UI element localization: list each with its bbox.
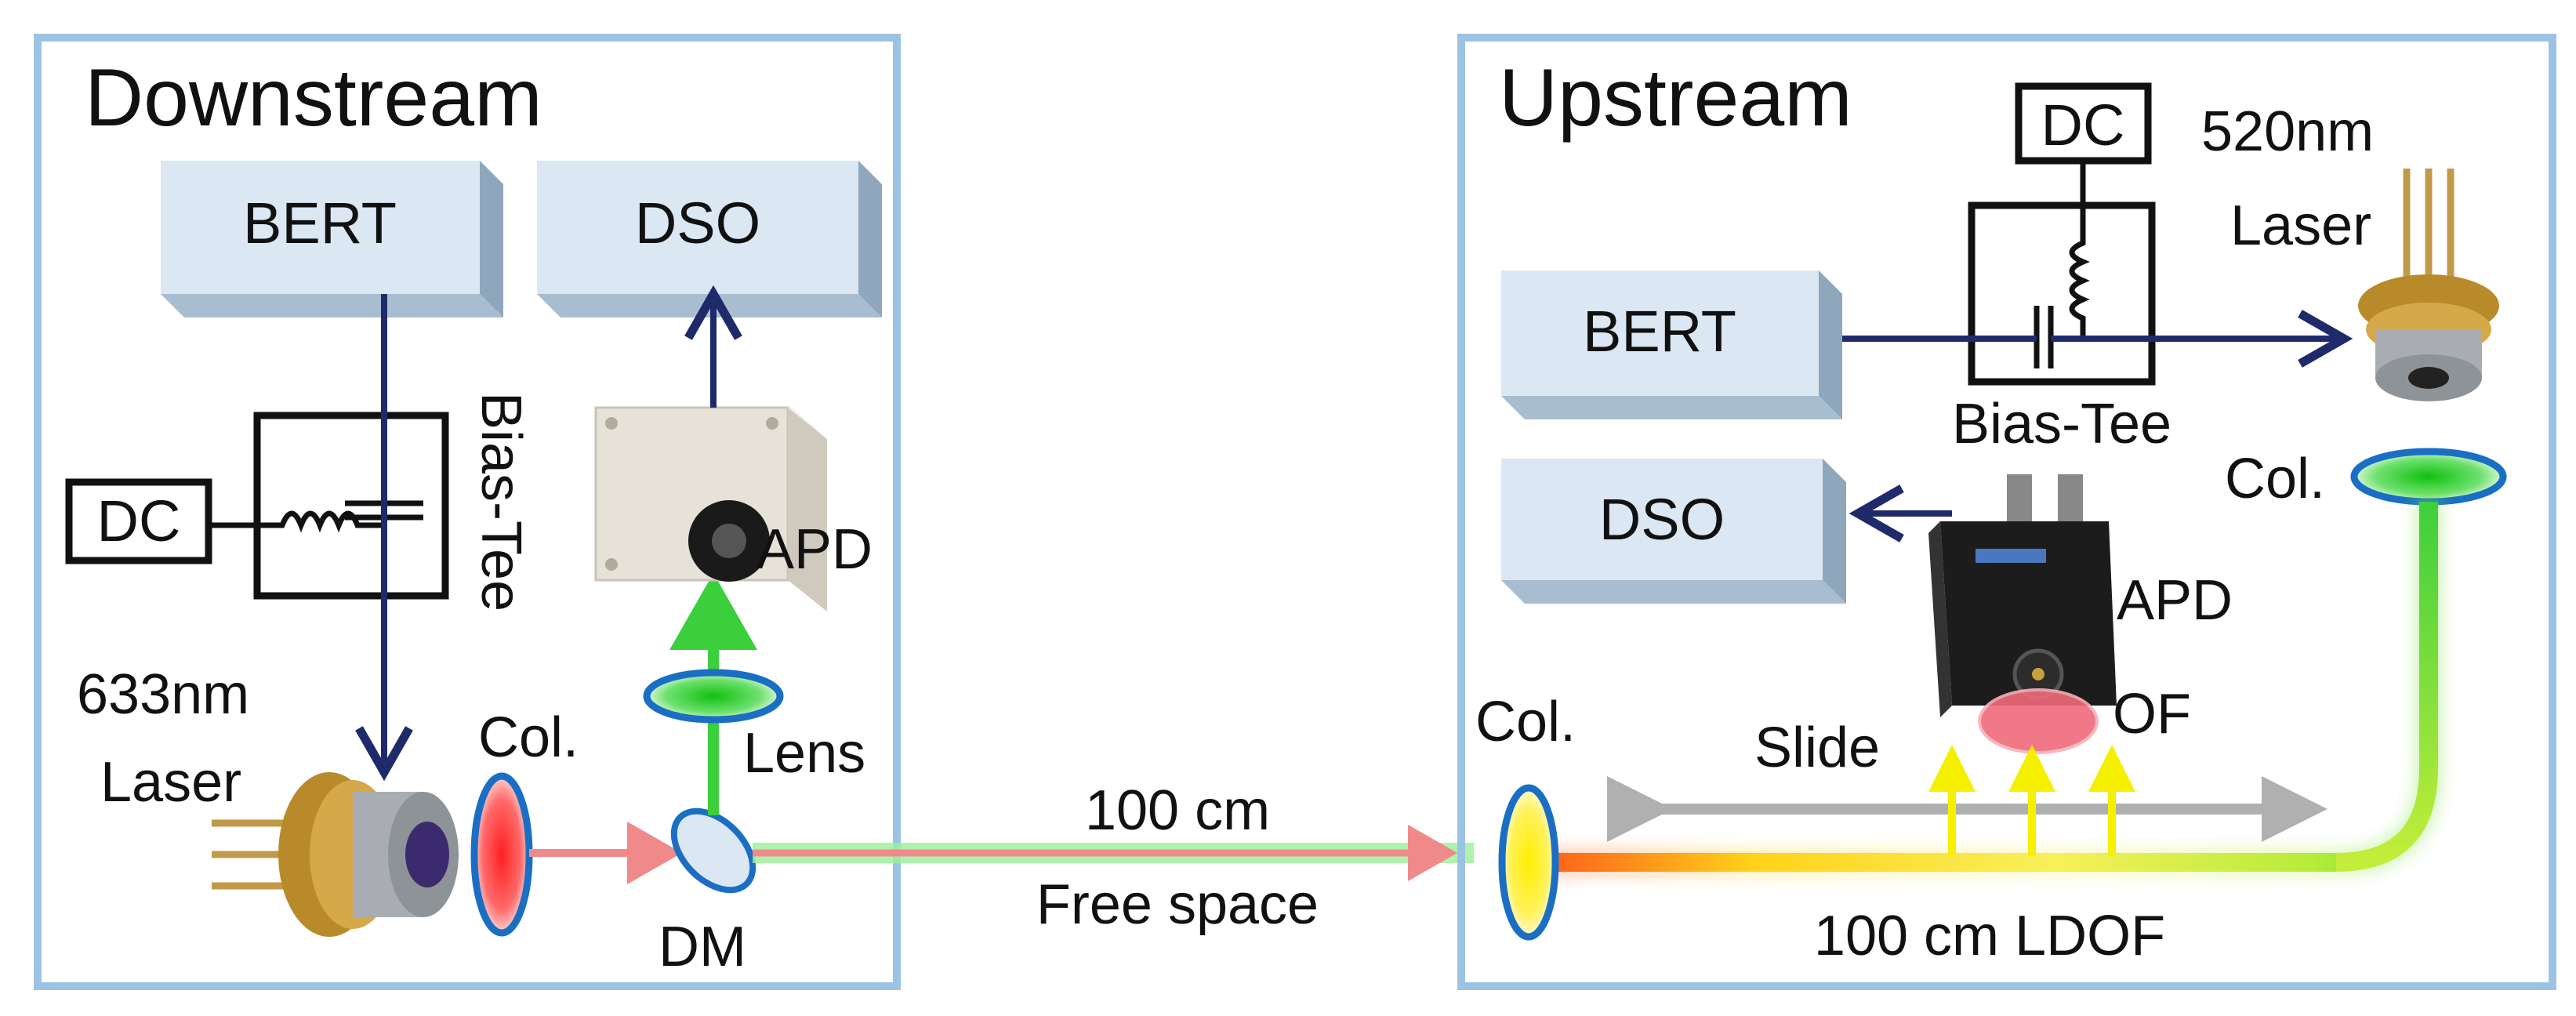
upstream-bert-box: BERT — [1501, 270, 1842, 419]
upstream-apd-label: APD — [2117, 569, 2233, 632]
upstream-laser-wavelength: 520nm — [2201, 100, 2374, 163]
downstream-bert-box: BERT — [161, 161, 503, 318]
downstream-laser-diode — [212, 772, 459, 937]
upstream-col-bottom-label: Col. — [1475, 691, 1576, 753]
downstream-dso-label: DSO — [635, 190, 760, 256]
link-medium-label: Free space — [1036, 873, 1319, 936]
downstream-collimator-lens — [470, 772, 533, 937]
downstream-dc-label: DC — [97, 488, 181, 553]
downstream-laser-wavelength: 633nm — [77, 663, 249, 726]
upstream-laser-label: Laser — [2230, 194, 2371, 257]
upstream-optical-filter — [1978, 688, 2099, 754]
link-distance-label: 100 cm — [1085, 779, 1270, 842]
free-space-link: 100 cm Free space — [753, 779, 1474, 936]
downstream-dso-box: DSO — [537, 161, 882, 318]
upstream-laser-diode — [2358, 169, 2499, 401]
downstream-panel: Downstream BERT DSO DC Bia — [34, 34, 901, 990]
upstream-bias-tee: Bias-Tee — [1952, 161, 2171, 455]
upstream-bert-label: BERT — [1583, 299, 1736, 364]
downstream-apd-label: APD — [756, 518, 873, 581]
upstream-fiber-label: 100 cm LDOF — [1814, 905, 2165, 967]
downstream-lens-label: Lens — [743, 722, 865, 785]
upstream-dso-box: DSO — [1501, 459, 1846, 604]
downstream-dc-box: DC — [65, 478, 212, 564]
downstream-laser-label: Laser — [100, 751, 241, 814]
downstream-dm-label: DM — [659, 916, 746, 978]
downstream-focus-lens — [643, 669, 784, 724]
downstream-bias-tee-label: Bias-Tee — [470, 392, 532, 611]
downstream-bert-label: BERT — [243, 190, 397, 256]
upstream-panel: Upstream BERT DSO DC Bias-Tee — [1457, 34, 2556, 990]
upstream-slide-label: Slide — [1754, 717, 1880, 779]
downstream-col-label: Col. — [478, 706, 579, 769]
upstream-fiber-vertical — [2335, 502, 2438, 872]
upstream-dc-box: DC — [2015, 82, 2152, 165]
upstream-dc-label: DC — [2041, 93, 2125, 158]
upstream-title: Upstream — [1499, 53, 1852, 143]
upstream-dso-label: DSO — [1599, 487, 1725, 552]
downstream-apd-module — [594, 406, 827, 611]
upstream-of-label: OF — [2113, 683, 2191, 746]
upstream-collimator-bottom — [1498, 784, 1559, 941]
upstream-col-top-label: Col. — [2225, 448, 2325, 510]
downstream-title: Downstream — [85, 53, 542, 143]
downstream-bias-tee: Bias-Tee — [209, 392, 532, 611]
upstream-bias-tee-label: Bias-Tee — [1952, 393, 2171, 455]
upstream-apd-module — [1928, 474, 2117, 717]
downstream-dm — [670, 807, 756, 894]
